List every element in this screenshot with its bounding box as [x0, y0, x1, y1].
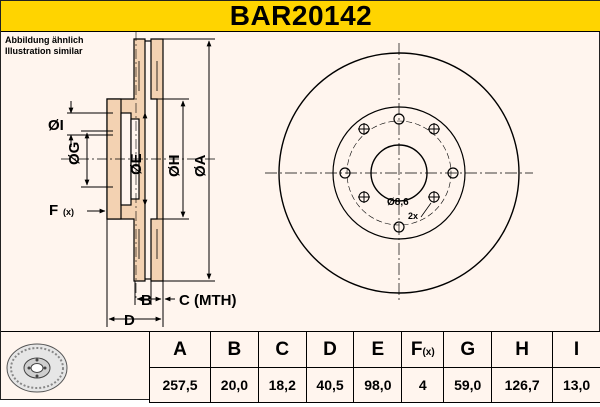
label-g: ØG	[66, 142, 83, 165]
col-b: B	[211, 332, 259, 368]
value-c: 18,2	[258, 368, 306, 403]
front-view	[265, 43, 533, 303]
value-d: 40,5	[306, 368, 354, 403]
label-a: ØA	[192, 154, 209, 177]
label-f: F	[49, 202, 58, 219]
col-a: A	[150, 332, 211, 368]
col-i: I	[553, 332, 600, 368]
value-e: 98,0	[354, 368, 402, 403]
label-c: C (MTH)	[179, 292, 236, 309]
col-f-label: F	[411, 339, 423, 360]
col-g: G	[444, 332, 492, 368]
col-f: F(x)	[402, 332, 444, 368]
part-number: BAR20142	[230, 0, 373, 32]
value-i: 13,0	[553, 368, 600, 403]
label-h: ØH	[166, 155, 183, 178]
title-bar: BAR20142	[1, 1, 600, 32]
label-b: B	[141, 292, 152, 309]
spec-header-row: A B C D E F(x) G H I	[150, 332, 600, 368]
technical-drawing: ØI ØG F (x) ØE ØH ØA B C (MTH) D	[1, 31, 600, 331]
hole-count-label: 2x	[408, 211, 418, 221]
value-g: 59,0	[444, 368, 492, 403]
col-h: H	[492, 332, 553, 368]
spec-table: A B C D E F(x) G H I 257,5 20,0 18,2 40,…	[149, 331, 600, 403]
label-f-sub: (x)	[63, 207, 74, 217]
label-d: D	[124, 312, 135, 329]
col-f-sub: (x)	[422, 347, 434, 358]
value-a: 257,5	[150, 368, 211, 403]
value-b: 20,0	[211, 368, 259, 403]
value-h: 126,7	[492, 368, 553, 403]
disc-thumbnail	[1, 331, 149, 402]
col-e: E	[354, 332, 402, 368]
label-i: ØI	[48, 117, 64, 134]
col-d: D	[306, 332, 354, 368]
label-e: ØE	[128, 153, 145, 175]
hole-size-label: Ø8,6	[387, 197, 409, 208]
spec-value-row: 257,5 20,0 18,2 40,5 98,0 4 59,0 126,7 1…	[150, 368, 600, 403]
value-f: 4	[402, 368, 444, 403]
col-c: C	[258, 332, 306, 368]
brake-disc-icon	[1, 332, 149, 402]
